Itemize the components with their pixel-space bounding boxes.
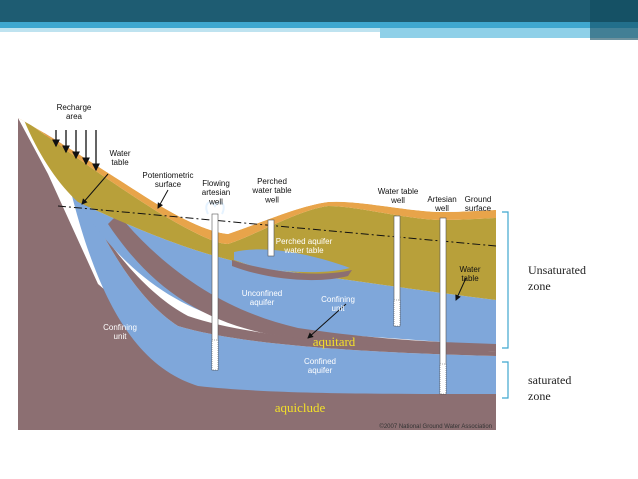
header-light-band-left	[0, 28, 380, 32]
header-dark-band	[0, 0, 638, 22]
saturated-bracket	[502, 362, 508, 398]
water-table-well-screen	[394, 300, 400, 326]
zone-brackets	[500, 210, 520, 400]
unsaturated-bracket	[502, 212, 508, 348]
aquiclude-label: aquiclude	[275, 400, 326, 415]
unsaturated-zone-label: Unsaturated zone	[528, 262, 586, 294]
header-corner-block	[590, 0, 638, 40]
slide-header-bar	[0, 0, 638, 40]
aquitard-label: aquitard	[313, 334, 356, 349]
perched-well	[268, 220, 274, 256]
saturated-zone-label: saturated zone	[528, 372, 571, 404]
artesian-well-screen	[440, 364, 446, 394]
header-accent-band	[0, 22, 638, 28]
flowing-well-screen	[212, 340, 218, 370]
copyright-label: ©2007 National Ground Water Association	[379, 423, 492, 430]
